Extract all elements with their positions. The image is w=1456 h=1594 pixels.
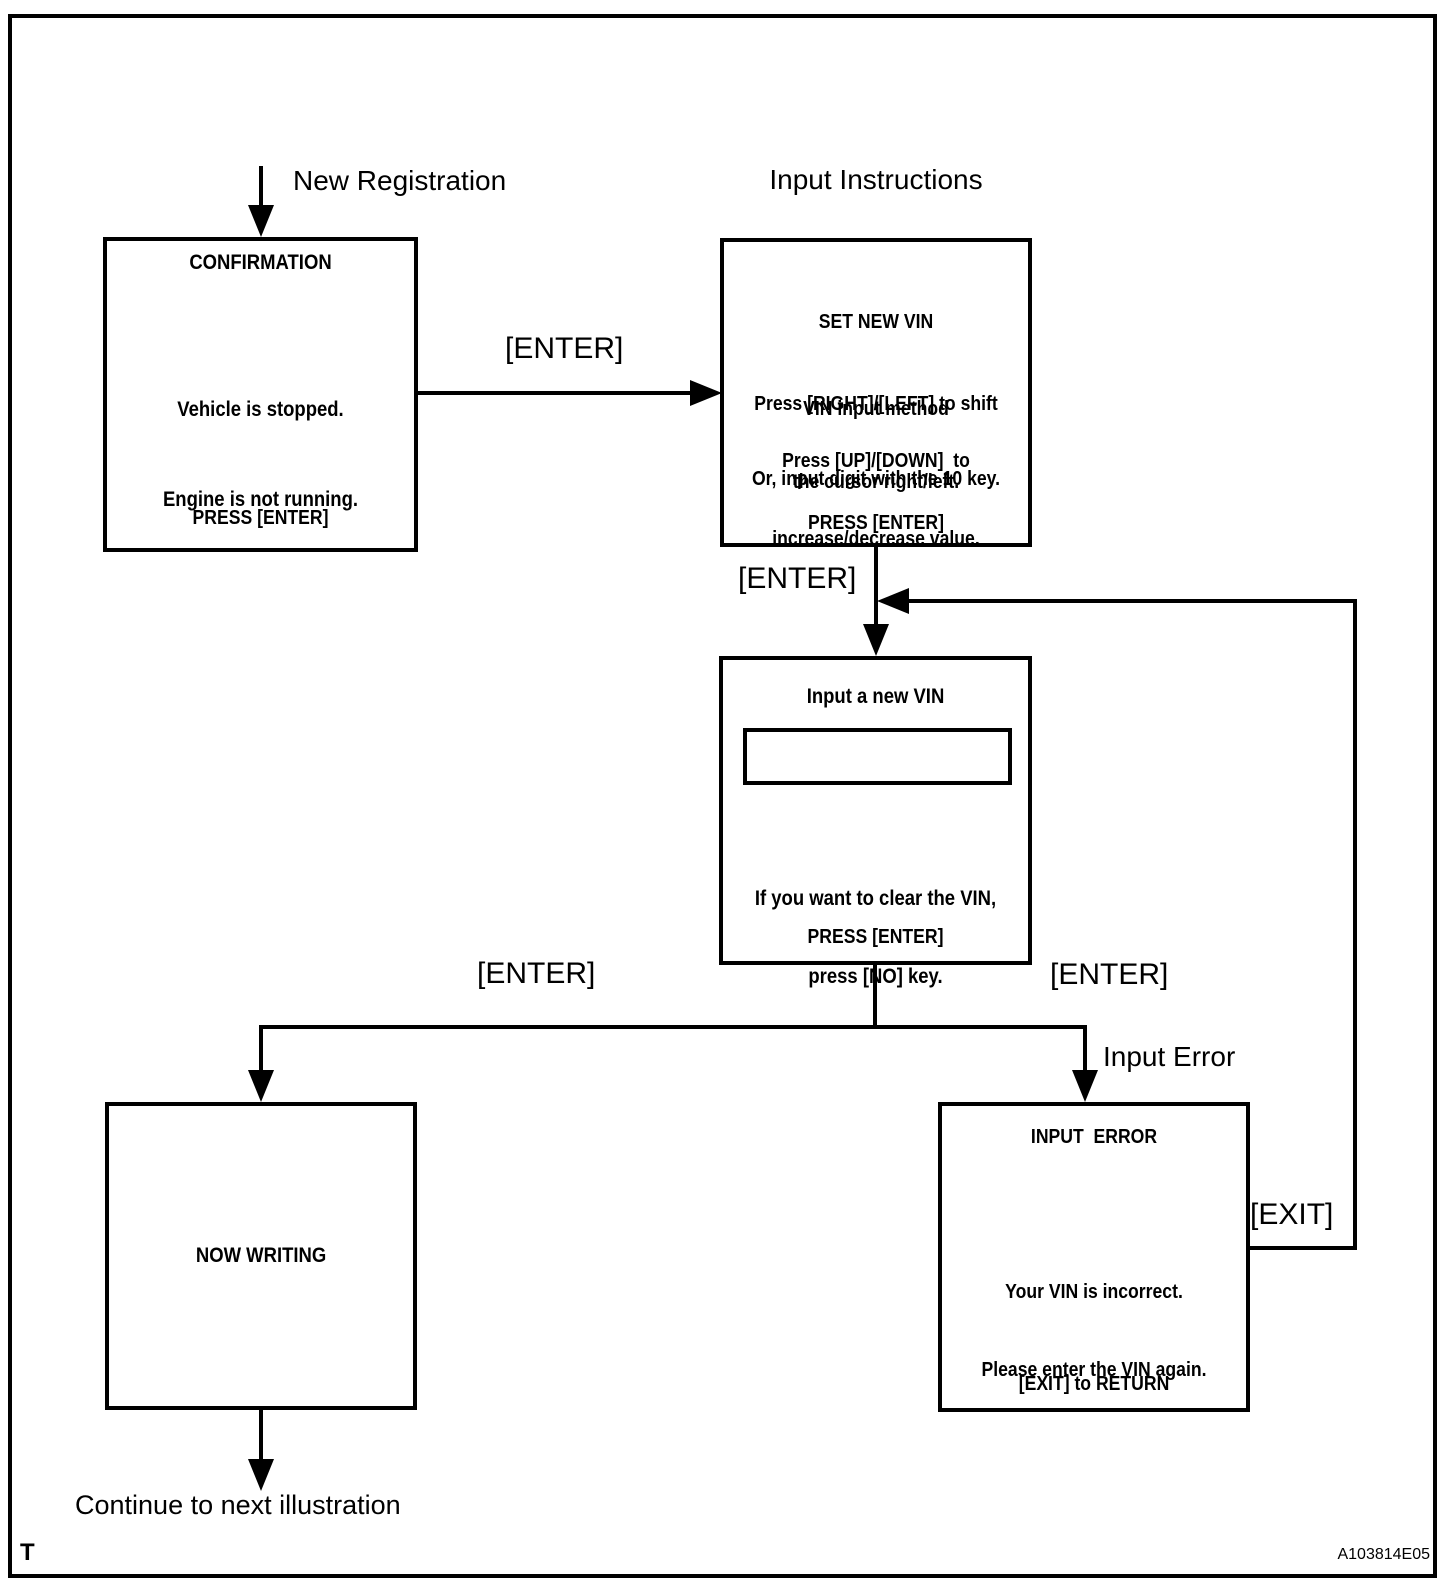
label-enter-confirm-to-setvin: [ENTER] bbox=[505, 332, 624, 365]
feedback-right-line bbox=[1353, 599, 1357, 1250]
label-enter-setvin-to-input: [ENTER] bbox=[738, 562, 857, 595]
box-now-writing: NOW WRITING bbox=[105, 1102, 417, 1410]
box-body: Vehicle is stopped. Engine is not runnin… bbox=[125, 335, 395, 575]
arrowhead-right-icon bbox=[690, 380, 722, 406]
box-input-error: INPUT ERROR Your VIN is incorrect. Pleas… bbox=[938, 1102, 1250, 1412]
box-title: INPUT ERROR bbox=[1030, 1126, 1158, 1148]
box-title: Input a new VIN bbox=[806, 685, 945, 708]
box-title: SET NEW VIN VIN input method bbox=[742, 250, 1010, 482]
arrowhead-left-icon bbox=[877, 588, 909, 614]
box-title: NOW WRITING bbox=[195, 1244, 327, 1267]
box-text-line: the cursor right/left. bbox=[792, 471, 960, 493]
exit-connector-line bbox=[259, 1410, 263, 1460]
label-enter-to-writing: [ENTER] bbox=[477, 957, 596, 990]
box-confirmation: CONFIRMATION Vehicle is stopped. Engine … bbox=[103, 237, 418, 552]
connector-setvin-to-input bbox=[874, 547, 878, 624]
box-text-line: Please enter the VIN again. bbox=[981, 1359, 1207, 1381]
box-footer: [EXIT] to RETURN bbox=[1018, 1373, 1170, 1395]
arrowhead-down-icon bbox=[1072, 1070, 1098, 1102]
figure-id: A103814E05 bbox=[1337, 1546, 1430, 1563]
box-footer: PRESS [ENTER] bbox=[807, 926, 944, 948]
box-footer: PRESS [ENTER] bbox=[192, 507, 329, 529]
label-enter-to-error: [ENTER] bbox=[1050, 958, 1169, 991]
box-text-line: Press [RIGHT]/[LEFT] to shift bbox=[754, 393, 998, 415]
box-body: If you want to clear the VIN, press [NO]… bbox=[741, 834, 1009, 1042]
box-text-line: Vehicle is stopped. bbox=[177, 398, 344, 421]
connector-confirm-to-setvin bbox=[418, 391, 692, 395]
box-input-vin: Input a new VIN If you want to clear the… bbox=[719, 656, 1032, 988]
box-text-line: Press [UP]/[DOWN] to bbox=[782, 450, 970, 472]
label-input-error: Input Error bbox=[1103, 1041, 1236, 1072]
feedback-top-line bbox=[909, 599, 1357, 603]
split-stem-line bbox=[873, 965, 877, 1028]
label-exit: [EXIT] bbox=[1250, 1198, 1334, 1231]
entry-arrowhead-icon bbox=[248, 205, 274, 237]
vin-input-field bbox=[743, 728, 1012, 785]
box-title: CONFIRMATION bbox=[189, 251, 332, 274]
box-body: Press [UP]/[DOWN] to increase/decrease v… bbox=[742, 396, 1010, 604]
box-title-line: SET NEW VIN bbox=[818, 311, 934, 333]
feedback-bottom-line bbox=[1250, 1246, 1357, 1250]
branch-left-line bbox=[259, 1025, 263, 1072]
page-frame bbox=[8, 14, 1437, 1578]
split-horizontal-line bbox=[259, 1025, 1087, 1029]
box-text-line: If you want to clear the VIN, bbox=[754, 887, 997, 910]
label-input-instructions: Input Instructions bbox=[769, 164, 983, 195]
box-text-line: press [NO] key. bbox=[808, 965, 943, 988]
box-text-line: Engine is not running. bbox=[162, 488, 359, 511]
box-text-line: increase/decrease value. bbox=[772, 528, 980, 550]
arrowhead-down-icon bbox=[248, 1459, 274, 1491]
box-subtitle-line: VIN input method bbox=[803, 398, 949, 420]
label-continue-note: Continue to next illustration bbox=[75, 1490, 401, 1520]
arrowhead-down-icon bbox=[863, 624, 889, 656]
box-set-new-vin: SET NEW VIN VIN input method Press [RIGH… bbox=[720, 238, 1032, 550]
box-text-line: Or, input digit with the 10 key. bbox=[751, 468, 1001, 490]
page-marker: T bbox=[20, 1539, 35, 1566]
arrowhead-down-icon bbox=[248, 1070, 274, 1102]
box-text-line: Your VIN is incorrect. bbox=[1005, 1281, 1183, 1303]
entry-connector-line bbox=[259, 166, 263, 208]
box-body: Your VIN is incorrect. Please enter the … bbox=[960, 1227, 1228, 1435]
box-body: Press [RIGHT]/[LEFT] to shift the cursor… bbox=[742, 339, 1010, 547]
branch-right-line bbox=[1083, 1025, 1087, 1072]
label-new-registration: New Registration bbox=[293, 165, 507, 196]
box-footer: PRESS [ENTER] bbox=[808, 512, 944, 534]
